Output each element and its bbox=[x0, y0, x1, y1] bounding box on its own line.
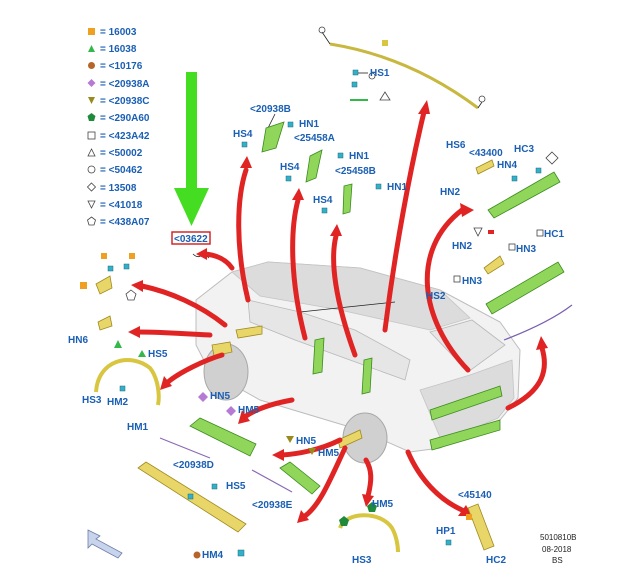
highlight-code-label: <03622 bbox=[174, 234, 208, 245]
label-hn2-a: HN2 bbox=[440, 187, 460, 198]
drawing-author: BS bbox=[552, 556, 563, 565]
legend: = 16003 = 16038 = <10176 = <20938A = <20… bbox=[86, 27, 150, 228]
label-hs4-b: HS4 bbox=[280, 162, 300, 173]
b-pillar-trim-group: <20938B HS4 HN1 <25458A HS4 HN1 <25458B … bbox=[233, 104, 407, 215]
red-arrow-9 bbox=[135, 329, 213, 338]
label-hn6: HN6 bbox=[68, 335, 88, 346]
label-hc1: HC1 bbox=[544, 229, 564, 240]
drawing-date: 08-2018 bbox=[542, 545, 572, 554]
label-25458b: <25458B bbox=[335, 166, 376, 177]
tailgate-lower-group: HC1 HN2 HN3 HN3 HS2 bbox=[426, 227, 573, 341]
highlight-box bbox=[171, 231, 211, 245]
legend-item-1: = 16003 bbox=[100, 27, 137, 38]
label-hm2: HM2 bbox=[107, 397, 129, 408]
legend-diamond-filled-icon bbox=[87, 79, 96, 87]
label-hm5-a: HM5 bbox=[238, 405, 260, 416]
label-hs2: HS2 bbox=[426, 291, 446, 302]
legend-item-12: = <438A07 bbox=[100, 217, 150, 228]
legend-square-filled-icon bbox=[88, 28, 95, 35]
red-arrow-2 bbox=[290, 197, 308, 341]
roof-trim-group: HS1 bbox=[318, 26, 486, 110]
legend-diamond-open-icon bbox=[86, 182, 97, 192]
label-hs1: HS1 bbox=[370, 68, 390, 79]
tailgate-top-group: HS6 <43400 HC3 HN4 HN2 bbox=[440, 140, 561, 219]
rear-wheel-arch-group: HM5 HS3 bbox=[338, 499, 400, 566]
label-hn1-c: HN1 bbox=[387, 182, 407, 193]
legend-item-3: = <10176 bbox=[100, 61, 143, 72]
label-hm1: HM1 bbox=[127, 422, 149, 433]
label-hs4-c: HS4 bbox=[313, 195, 333, 206]
red-arrows bbox=[128, 100, 548, 523]
legend-item-2: = 16038 bbox=[100, 44, 137, 55]
label-hs3-a: HS3 bbox=[82, 395, 102, 406]
legend-pentagon-open-icon bbox=[87, 216, 96, 226]
red-arrow-1 bbox=[236, 167, 251, 303]
legend-circle-filled-icon bbox=[88, 62, 95, 69]
red-arrow-7 bbox=[202, 251, 235, 271]
red-arrow-4 bbox=[382, 109, 427, 333]
red-arrow-11 bbox=[243, 397, 295, 419]
legend-item-4: = <20938A bbox=[100, 79, 150, 90]
red-arrow-3 bbox=[331, 233, 358, 358]
legend-item-10: = 13508 bbox=[100, 183, 137, 194]
label-hm4: HM4 bbox=[202, 550, 224, 561]
label-hs4-a: HS4 bbox=[233, 129, 253, 140]
label-hn3-b: HN3 bbox=[462, 276, 482, 287]
legend-pentagon-filled-icon bbox=[87, 113, 96, 121]
label-20938e: <20938E bbox=[252, 500, 293, 511]
label-43400: <43400 bbox=[469, 148, 503, 159]
legend-triangle-open-icon bbox=[87, 148, 96, 157]
label-hs6: HS6 bbox=[446, 140, 466, 151]
label-hn3-a: HN3 bbox=[516, 244, 536, 255]
front-wheel-arch-group: HN6 HS5 HS3 HM2 bbox=[68, 335, 168, 408]
legend-item-7: = <423A42 bbox=[100, 131, 150, 142]
side-sill-group: HN5 HM5 HM1 <20938D HN5 HM5 <20938E bbox=[127, 391, 340, 511]
legend-item-8: = <50002 bbox=[100, 148, 143, 159]
legend-item-9: = <50462 bbox=[100, 165, 143, 176]
legend-triangle-down-open-icon bbox=[87, 200, 96, 209]
red-arrow-15 bbox=[405, 449, 465, 513]
drawing-reference: 5010810B bbox=[540, 533, 576, 542]
rear-quarter-group: <45140 HP1 HC2 bbox=[436, 490, 506, 566]
label-20938b: <20938B bbox=[250, 104, 291, 115]
label-hc3: HC3 bbox=[514, 144, 534, 155]
green-pointer-arrow bbox=[174, 72, 209, 226]
label-hs5-b: HS5 bbox=[226, 481, 246, 492]
legend-circle-open-icon bbox=[87, 165, 96, 174]
red-arrow-14 bbox=[363, 457, 374, 499]
label-hc2: HC2 bbox=[486, 555, 506, 566]
label-hn5-a: HN5 bbox=[210, 391, 230, 402]
label-hn1-a: HN1 bbox=[299, 119, 319, 130]
legend-item-6: = <290A60 bbox=[100, 113, 150, 124]
legend-square-open-icon bbox=[87, 131, 96, 140]
red-arrow-13 bbox=[302, 445, 348, 519]
label-20938d: <20938D bbox=[173, 460, 214, 471]
label-25458a: <25458A bbox=[294, 133, 335, 144]
rocker-panel-group: HS5 HM4 bbox=[137, 461, 247, 561]
label-hn2-b: HN2 bbox=[452, 241, 472, 252]
label-hm5-c: HM5 bbox=[372, 499, 394, 510]
front-fender-clips-group bbox=[80, 253, 137, 331]
label-hs5-a: HS5 bbox=[148, 349, 168, 360]
label-hn5-b: HN5 bbox=[296, 436, 316, 447]
red-arrow-6 bbox=[505, 345, 547, 411]
highlighted-part-code: <03622 bbox=[171, 231, 211, 259]
red-arrow-8 bbox=[139, 283, 228, 328]
legend-item-5: = <20938C bbox=[100, 96, 150, 107]
label-hp1: HP1 bbox=[436, 526, 456, 537]
label-45140: <45140 bbox=[458, 490, 492, 501]
legend-item-11: = <41018 bbox=[100, 200, 143, 211]
label-hs3-b: HS3 bbox=[352, 555, 372, 566]
red-arrow-10 bbox=[165, 352, 225, 385]
label-hn4: HN4 bbox=[497, 160, 517, 171]
legend-triangle-down-filled-icon bbox=[88, 97, 95, 104]
legend-triangle-filled-icon bbox=[88, 45, 95, 52]
red-arrow-5 bbox=[424, 207, 471, 373]
label-hn1-b: HN1 bbox=[349, 151, 369, 162]
orientation-arrow-icon bbox=[87, 529, 123, 559]
drawing-metadata: 5010810B 08-2018 BS bbox=[540, 533, 576, 565]
red-arrow-12 bbox=[279, 437, 343, 458]
label-hm5-b: HM5 bbox=[318, 448, 340, 459]
